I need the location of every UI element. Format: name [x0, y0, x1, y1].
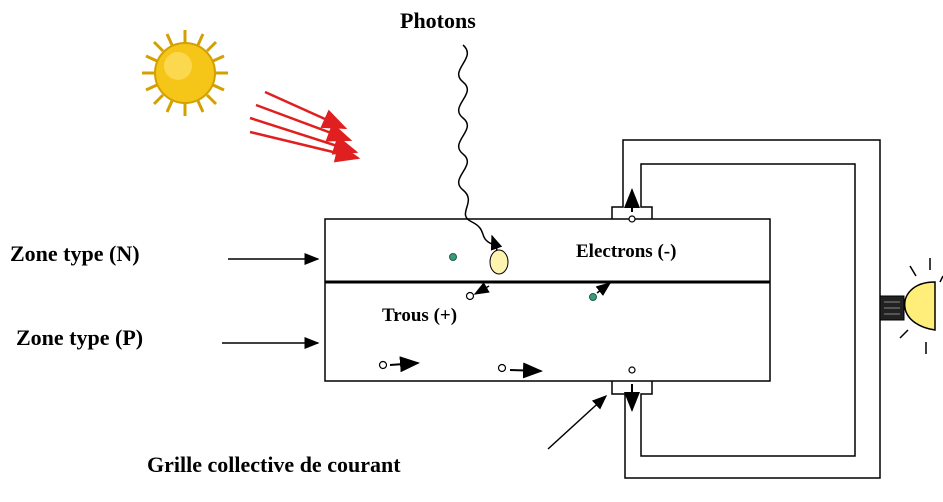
photons-label: Photons — [400, 8, 476, 33]
zone-n-label: Zone type (N) — [10, 241, 140, 266]
collector-grid-label: Grille collective de courant — [147, 452, 401, 477]
pair-generation-glow — [489, 249, 509, 275]
light-bulb-icon — [879, 258, 943, 354]
circuit-wire — [611, 139, 881, 479]
pointer-arrows — [222, 253, 608, 450]
sun-icon — [142, 30, 228, 116]
photon-wave — [457, 44, 493, 245]
zone-p-label: Zone type (P) — [16, 325, 144, 350]
hole-particles — [378, 291, 507, 373]
electron-particles — [449, 253, 612, 301]
solar-cell-body — [324, 218, 771, 382]
holes-label: Trous (+) — [382, 305, 458, 326]
electrons-label: Electrons (-) — [576, 241, 677, 262]
light-rays — [249, 90, 361, 163]
hole-drift-arrows — [389, 356, 543, 379]
